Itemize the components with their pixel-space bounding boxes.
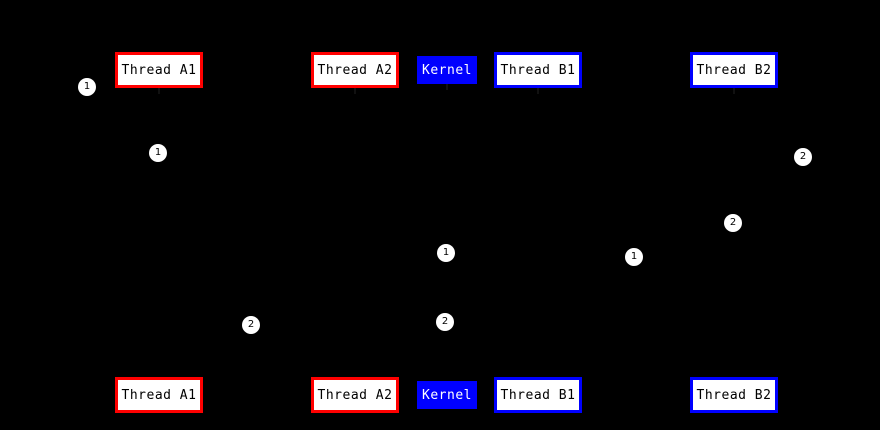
participant-label: Thread A2 — [317, 387, 393, 403]
marker-2-c: 2 — [242, 316, 260, 334]
lifeline-stub-thread-b2 — [733, 88, 735, 94]
participant-label: Thread B2 — [696, 62, 772, 78]
lifeline-stub-kernel — [446, 84, 448, 90]
lifeline-thread-b2 — [734, 88, 735, 377]
participant-label: Kernel — [422, 387, 472, 403]
marker-1-a: 1 — [78, 78, 96, 96]
participant-label: Thread A2 — [317, 62, 393, 78]
participant-top-thread-b2[interactable]: Thread B2 — [690, 52, 778, 88]
lifeline-kernel — [447, 84, 448, 381]
participant-label: Thread A1 — [121, 387, 197, 403]
marker-1-d: 1 — [625, 248, 643, 266]
participant-top-thread-a1[interactable]: Thread A1 — [115, 52, 203, 88]
participant-label: Thread A1 — [121, 62, 197, 78]
participant-top-kernel[interactable]: Kernel — [417, 56, 477, 84]
lifeline-thread-a1 — [159, 88, 160, 377]
participant-top-thread-b1[interactable]: Thread B1 — [494, 52, 582, 88]
marker-2-b: 2 — [724, 214, 742, 232]
participant-bottom-kernel-end[interactable]: Kernel — [417, 381, 477, 409]
lifeline-thread-a2 — [355, 88, 356, 377]
lifeline-thread-b1 — [538, 88, 539, 377]
participant-label: Kernel — [422, 62, 472, 78]
lifeline-stub-thread-a2 — [354, 88, 356, 94]
participant-bottom-thread-b2-end[interactable]: Thread B2 — [690, 377, 778, 413]
participant-bottom-thread-b1-end[interactable]: Thread B1 — [494, 377, 582, 413]
lifeline-stub-thread-a1 — [158, 88, 160, 94]
marker-2-d: 2 — [436, 313, 454, 331]
marker-1-c: 1 — [437, 244, 455, 262]
participant-label: Thread B1 — [500, 387, 576, 403]
participant-top-thread-a2[interactable]: Thread A2 — [311, 52, 399, 88]
participant-bottom-thread-a2-end[interactable]: Thread A2 — [311, 377, 399, 413]
marker-2-a: 2 — [794, 148, 812, 166]
participant-label: Thread B2 — [696, 387, 772, 403]
lifeline-stub-thread-b1 — [537, 88, 539, 94]
participant-label: Thread B1 — [500, 62, 576, 78]
participant-bottom-thread-a1-end[interactable]: Thread A1 — [115, 377, 203, 413]
marker-1-b: 1 — [149, 144, 167, 162]
